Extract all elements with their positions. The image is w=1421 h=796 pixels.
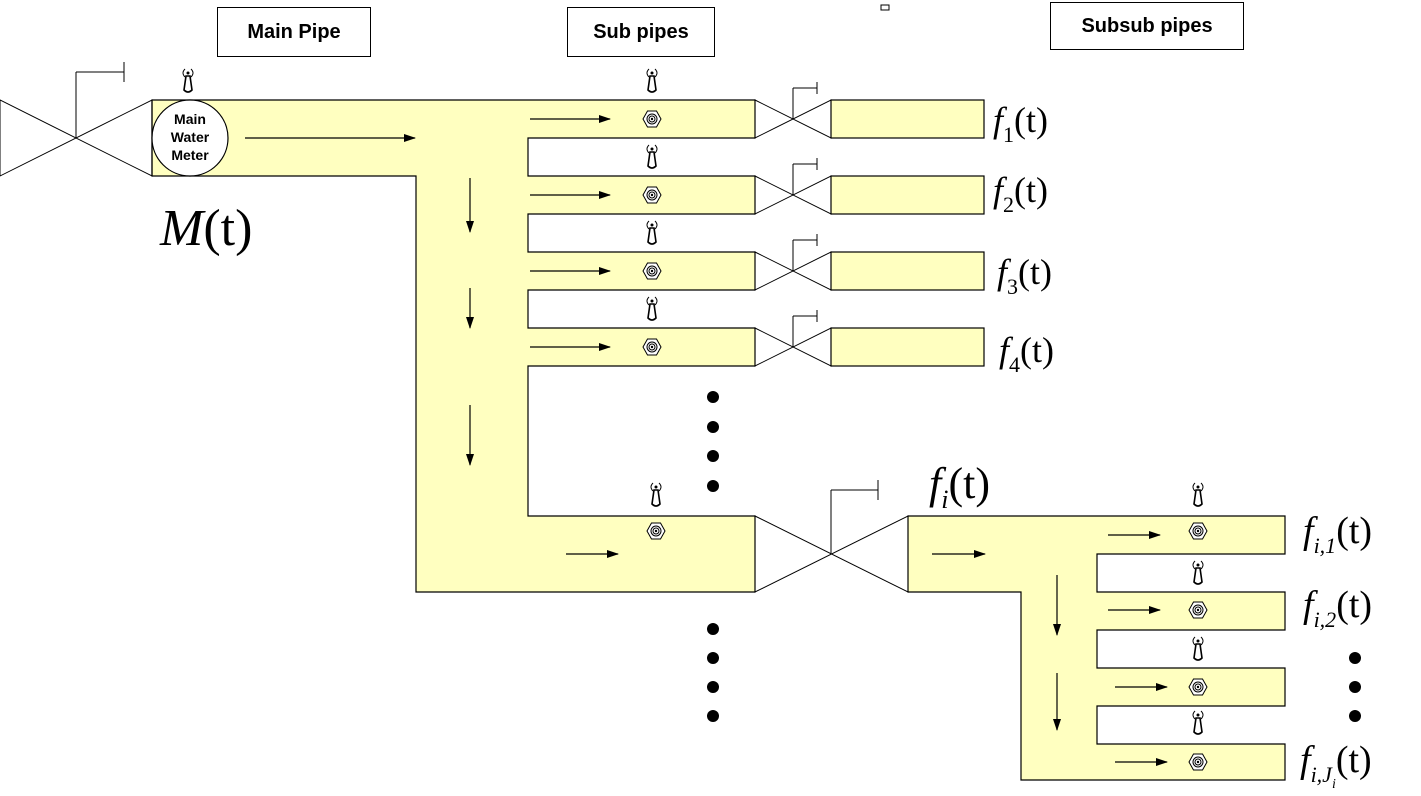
main-valve-icon — [0, 62, 153, 177]
meter-3-icon — [642, 262, 662, 280]
subsub-pipes-header: Subsub pipes — [1050, 2, 1244, 50]
sensor-i1-icon — [1192, 482, 1204, 507]
meter-label-line2: Water — [171, 129, 210, 145]
sensor-4-icon — [646, 296, 658, 321]
sensor-i3-icon — [1192, 636, 1204, 661]
sensor-3-icon — [646, 220, 658, 245]
valve-4-icon — [754, 310, 832, 367]
main-sensor-icon — [182, 68, 194, 93]
valve-1-icon — [754, 82, 832, 139]
sensor-iJ-icon — [1192, 710, 1204, 735]
sensor-i-icon — [650, 482, 662, 507]
subsub-pipe-network — [907, 515, 1286, 781]
fi-label: fi(t) — [929, 459, 990, 514]
flow-arrows — [245, 115, 1168, 766]
meter-4-icon — [642, 338, 662, 356]
main-pipe-header: Main Pipe — [217, 7, 371, 57]
meter-label-line3: Meter — [171, 147, 209, 163]
main-water-meter — [151, 99, 229, 177]
meter-iJ-icon — [1188, 753, 1208, 771]
f4-label: f4(t) — [999, 330, 1054, 377]
f1-label: f1(t) — [993, 100, 1048, 147]
meter-i3-icon — [1188, 678, 1208, 696]
meter-i2-icon — [1188, 601, 1208, 619]
valve-3-icon — [754, 234, 832, 291]
meter-2-icon — [642, 186, 662, 204]
f2-label: f2(t) — [993, 170, 1048, 217]
valve-2-icon — [754, 158, 832, 215]
sub-pipe-2-outlet — [830, 175, 985, 215]
main-pipe-network — [151, 99, 756, 593]
meter-1-icon — [642, 110, 662, 128]
sub-pipe-3-outlet — [830, 251, 985, 291]
f3-label: f3(t) — [997, 252, 1052, 299]
sensor-i2-icon — [1192, 560, 1204, 585]
valve-i-icon — [754, 480, 909, 593]
small-marker — [880, 4, 890, 11]
sub-pipe-4-outlet — [830, 327, 985, 367]
sub-pipe-1-outlet — [830, 99, 985, 139]
sub-pipes-header: Sub pipes — [567, 7, 715, 57]
sensor-1-icon — [646, 68, 658, 93]
meter-i-icon — [646, 522, 666, 540]
sensor-2-icon — [646, 144, 658, 169]
fi2-label: fi,2(t) — [1303, 584, 1372, 632]
main-flow-label: M(t) — [159, 200, 252, 257]
continuation-dots — [707, 391, 1361, 722]
fi1-label: fi,1(t) — [1303, 510, 1372, 558]
meter-label-line1: Main — [174, 111, 206, 127]
meter-i1-icon — [1188, 522, 1208, 540]
fiJ-label: fi,Ji(t) — [1300, 739, 1372, 792]
